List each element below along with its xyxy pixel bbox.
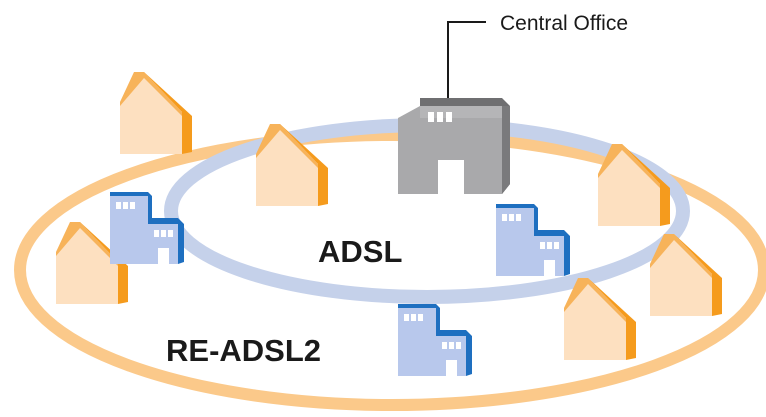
house-icon	[564, 278, 636, 360]
office-building-icon	[496, 204, 570, 276]
adsl-zone-label: ADSL	[318, 234, 402, 269]
central-office-building-icon	[398, 98, 510, 194]
re-adsl2-zone-label: RE-ADSL2	[166, 333, 321, 368]
re-adsl2-coverage-ring	[14, 129, 766, 411]
central-office-label: Central Office	[500, 12, 628, 35]
house-icon	[120, 72, 192, 154]
office-building-icon	[398, 304, 472, 376]
house-icon	[598, 144, 670, 226]
central-office-callout-line	[447, 21, 486, 112]
house-icon	[650, 234, 722, 316]
